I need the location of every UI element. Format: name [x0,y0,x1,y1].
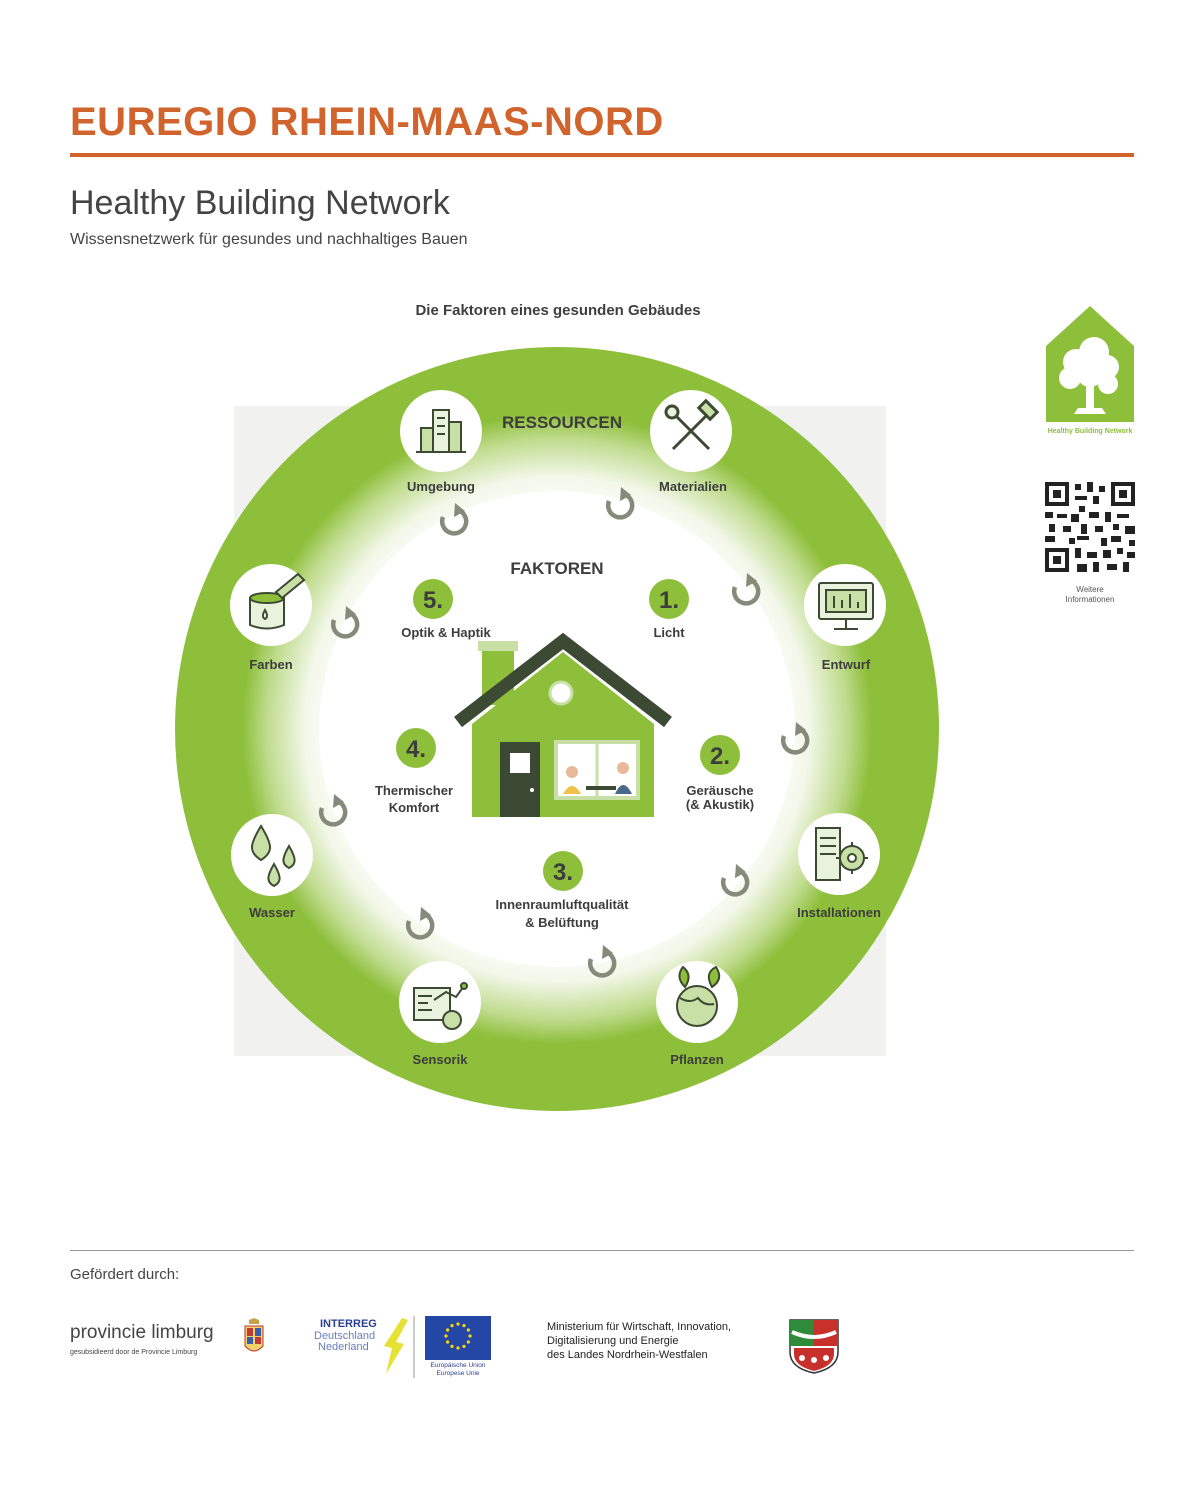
gear-cabinet-icon [815,827,868,881]
eu-label-line: Europäische Union [430,1362,486,1369]
resource-label: Sensorik [413,1052,469,1067]
resource-label: Pflanzen [670,1052,724,1067]
factor-number: 1. [659,587,679,614]
limburg-logo-name: provincie limburg [70,1322,214,1343]
ring-label: RESSOURCEN [502,413,622,432]
monitor-icon [818,582,874,630]
limburg-crest [244,1318,264,1352]
title-divider [70,153,1134,157]
resource-installationen: Installationen [797,813,881,920]
globe-leaves-icon [676,965,721,1027]
resource-farben: Farben [230,564,312,672]
factor-label: Thermischer [375,783,453,798]
hbn-logo-text: Healthy Building Network [1047,428,1133,435]
funded-by-label: Gefördert durch: [70,1266,180,1283]
resource-label: Wasser [249,905,295,920]
resource-label: Farben [249,657,292,672]
ministry-line: Digitalisierung und Energie [547,1335,679,1347]
eu-label: Europäische Union Europese Unie [418,1362,498,1378]
footer-divider [70,1250,1134,1251]
factor-4: 4. Thermischer Komfort [375,728,453,815]
factor-label: Innenraumluftqualität [496,897,630,912]
qr-code[interactable] [1045,482,1135,572]
factor-label: Geräusche [686,783,753,798]
nrw-crest [789,1319,839,1374]
factor-label: Optik & Haptik [401,625,491,640]
hbn-logo [1046,306,1134,422]
sensor-chart-icon [413,982,468,1030]
resource-label: Umgebung [407,479,475,494]
water-drops-icon [251,824,296,888]
resource-label: Installationen [797,905,881,920]
factor-number: 5. [423,587,443,614]
network-name: Healthy Building Network [70,184,450,222]
factor-label: & Belüftung [525,915,599,930]
inner-label: FAKTOREN [510,559,603,578]
interreg-logo: INTERREG Deutschland Nederland [314,1316,415,1378]
ministry-line: Ministerium für Wirtschaft, Innovation, [547,1321,732,1333]
resource-wasser: Wasser [231,814,313,920]
ministry-text: Ministerium für Wirtschaft, Innovation, … [547,1320,787,1362]
network-subtitle: Wissensnetzwerk für gesundes und nachhal… [70,231,468,248]
interreg-text: INTERREG [320,1318,377,1330]
qr-label: Weitere Informationen [1040,585,1140,605]
factors-diagram: RESSOURCEN FAKTOREN Umgebung Materialien [175,347,939,1111]
eu-flag [425,1316,491,1360]
limburg-logo-sub: gesubsidieerd door de Provincie Limburg [70,1349,198,1356]
factor-2: 2. Geräusche (& Akustik) [686,735,754,812]
factor-5: 5. Optik & Haptik [401,579,492,640]
resource-entwurf: Entwurf [804,564,886,672]
house-illustration [454,632,672,817]
interreg-text: Deutschland [314,1330,375,1342]
eu-label-line: Europese Unie [436,1370,480,1377]
resource-pflanzen: Pflanzen [656,961,738,1067]
resource-label: Materialien [659,479,727,494]
resource-materialien: Materialien [650,390,732,494]
factor-3: 3. Innenraumluftqualität & Belüftung [496,851,630,930]
resource-umgebung: Umgebung [400,390,482,494]
factor-number: 3. [553,859,573,886]
factor-label: (& Akustik) [686,797,754,812]
resource-label: Entwurf [822,657,871,672]
qr-label-line: Weitere [1076,585,1104,594]
factor-label: Komfort [389,800,440,815]
factor-number: 4. [406,736,426,763]
qr-label-line: Informationen [1065,595,1115,604]
factor-number: 2. [710,743,730,770]
main-title: EUREGIO RHEIN-MAAS-NORD [70,100,664,144]
tools-icon [664,398,720,451]
diagram-title: Die Faktoren eines gesunden Gebäudes [415,302,701,319]
ministry-line: des Landes Nordrhein-Westfalen [547,1349,708,1361]
buildings-icon [416,409,466,453]
resource-sensorik: Sensorik [399,961,481,1067]
interreg-text: Nederland [318,1341,369,1353]
factor-label: Licht [653,625,685,640]
factor-1: 1. Licht [649,579,689,640]
paint-bucket-icon [249,572,306,630]
